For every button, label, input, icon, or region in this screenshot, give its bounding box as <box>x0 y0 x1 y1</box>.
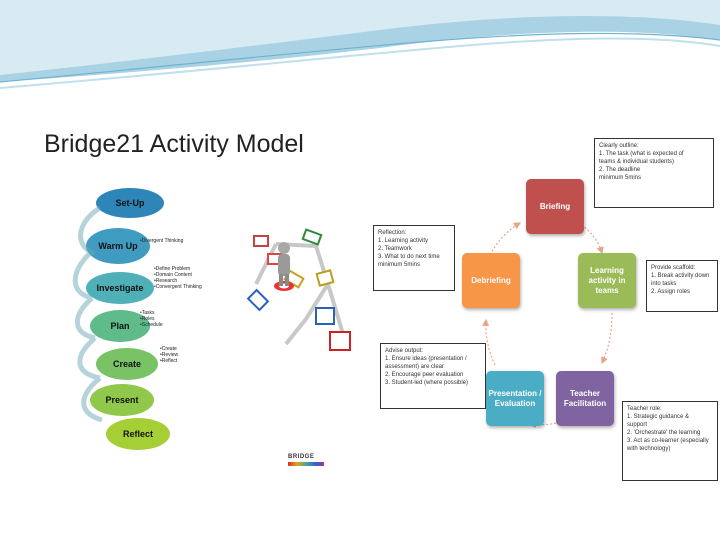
note-line: Advise output: <box>385 347 481 355</box>
cycle-box-presentation: Presentation / Evaluation <box>486 371 544 426</box>
stage-reflect: Reflect <box>106 418 170 450</box>
note-line: 3. What to do next time <box>378 253 450 261</box>
note-line: with technology) <box>627 445 713 453</box>
cycle-box-briefing: Briefing <box>526 179 584 234</box>
note-line: into tasks <box>651 280 713 288</box>
note-line: 1. The task (what is expected of <box>599 150 709 158</box>
logo-bar <box>288 462 324 466</box>
note-teacher-role: Teacher role: 1. Strategic guidance & su… <box>622 401 718 481</box>
note-line: Reflection: <box>378 229 450 237</box>
warm-up-bullets: •Divergent Thinking <box>140 238 183 244</box>
note-presentation: Advise output: 1. Ensure ideas (presenta… <box>380 343 486 409</box>
note-line: 2. Encourage peer evaluation <box>385 371 481 379</box>
note-learning-activity: Provide scaffold: 1. Break activity down… <box>646 260 718 312</box>
note-line: 1. Learning activity <box>378 237 450 245</box>
cycle-box-label: Briefing <box>540 202 570 212</box>
note-line: minimum 5mins <box>599 174 709 182</box>
create-bullets: •Create •Review •Reflect <box>160 346 178 364</box>
bridge21-logo: BRIDGE <box>288 454 330 468</box>
note-line: support <box>627 421 713 429</box>
logo-text: BRIDGE <box>288 454 314 460</box>
activity-model-panel: Bridge21 Activity Model Set-Up Warm Up I… <box>30 128 360 498</box>
note-line: Clearly outline: <box>599 142 709 150</box>
investigate-bullets: •Define Problem •Domain Content •Researc… <box>154 266 202 290</box>
note-line: 1. Ensure ideas (presentation / <box>385 355 481 363</box>
note-line: 2. Teamwork <box>378 245 450 253</box>
note-line: assessment) are clear <box>385 363 481 371</box>
note-line: teams & individual students) <box>599 158 709 166</box>
plan-bullets: •Tasks •Roles •Schedule <box>140 310 163 328</box>
cycle-box-label: Learning activity in teams <box>578 266 636 296</box>
cycle-box-label: Presentation / Evaluation <box>486 389 544 409</box>
note-reflection: Reflection: 1. Learning activity 2. Team… <box>373 225 455 291</box>
spiral-connector <box>70 198 110 438</box>
note-line: 2. 'Orchestrate' the learning <box>627 429 713 437</box>
note-line: 3. Student-led (where possible) <box>385 379 481 387</box>
note-line: 3. Act as co-learner (especially <box>627 437 713 445</box>
header-swoosh <box>0 0 720 95</box>
cycle-panel: Briefing Learning activity in teams Teac… <box>370 135 720 485</box>
note-line: Teacher role: <box>627 405 713 413</box>
cycle-box-teacher-facilitation: Teacher Facilitation <box>556 371 614 426</box>
network-illustration <box>246 224 354 374</box>
note-line: minimum 5mins <box>378 261 450 269</box>
note-line: 2. Assign roles <box>651 288 713 296</box>
note-line: 2. The deadline <box>599 166 709 174</box>
cycle-box-label: Debriefing <box>471 276 511 286</box>
slide-title: Bridge21 Activity Model <box>44 130 304 159</box>
stage-label: Reflect <box>106 418 170 450</box>
note-line: 1. Strategic guidance & <box>627 413 713 421</box>
cycle-box-learning-activity: Learning activity in teams <box>578 253 636 308</box>
cycle-box-label: Teacher Facilitation <box>556 389 614 409</box>
note-briefing: Clearly outline: 1. The task (what is ex… <box>594 138 714 208</box>
note-line: 1. Break activity down <box>651 272 713 280</box>
cycle-box-debriefing: Debriefing <box>462 253 520 308</box>
note-line: Provide scaffold: <box>651 264 713 272</box>
